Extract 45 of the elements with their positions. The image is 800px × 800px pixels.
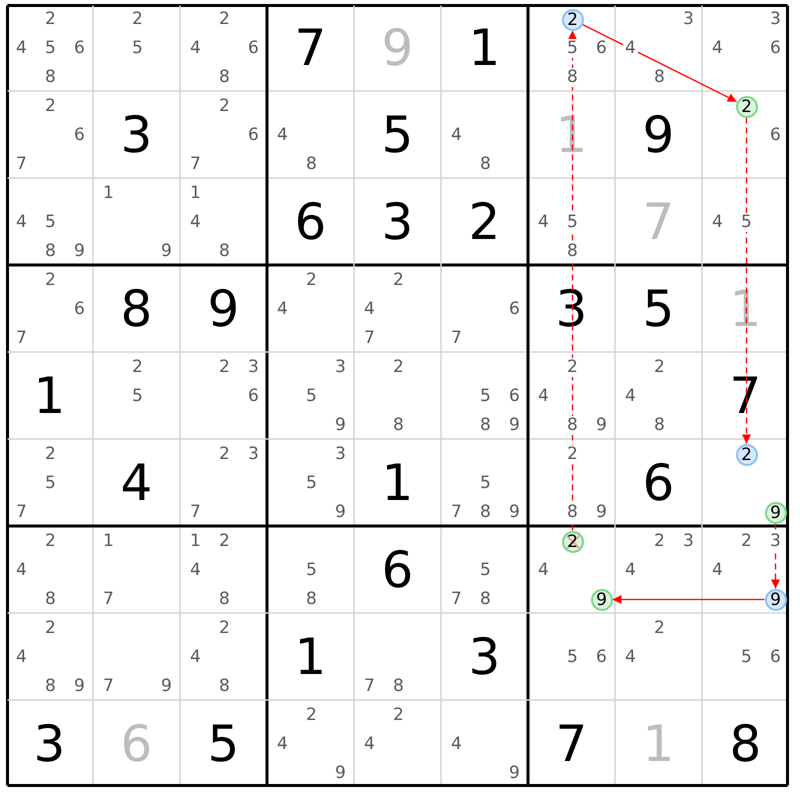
arrow	[612, 595, 764, 604]
given-digit: 3	[120, 110, 152, 160]
candidate-digit: 8	[565, 416, 580, 435]
given-digit: 8	[730, 718, 762, 768]
candidate-circle: 2	[736, 96, 758, 118]
candidate-digit: 8	[565, 242, 580, 261]
candidate-digit: 8	[565, 68, 580, 87]
given-digit: 8	[120, 284, 152, 334]
given-digit: 1	[382, 458, 414, 508]
candidate-digit: 5	[565, 39, 580, 58]
solved-digit: 6	[120, 718, 152, 768]
arrow	[771, 524, 780, 588]
given-digit: 5	[382, 110, 414, 160]
given-digit: 6	[294, 196, 326, 246]
candidate-circle: 2	[736, 444, 758, 466]
given-digit: 1	[34, 370, 66, 420]
given-digit: 3	[34, 718, 66, 768]
given-digit: 3	[468, 632, 500, 682]
given-digit: 1	[294, 632, 326, 682]
given-digit: 7	[556, 718, 588, 768]
given-digit: 3	[382, 196, 414, 246]
arrow	[568, 30, 577, 530]
solved-digit: 9	[382, 22, 414, 72]
given-digit: 3	[556, 284, 588, 334]
given-digit: 2	[468, 196, 500, 246]
candidate-circle: 2	[562, 8, 584, 30]
solved-digit: 1	[642, 718, 674, 768]
candidate-circle: 9	[764, 588, 786, 610]
solved-digit: 7	[642, 196, 674, 246]
given-digit: 5	[642, 284, 674, 334]
given-digit: 9	[208, 284, 240, 334]
given-digit: 9	[642, 110, 674, 160]
arrow	[582, 24, 737, 102]
candidate-digit: 8	[565, 503, 580, 522]
given-digit: 7	[294, 22, 326, 72]
given-digit: 4	[120, 458, 152, 508]
candidate-circle: 9	[590, 588, 612, 610]
arrow	[742, 118, 751, 444]
candidate-circle: 9	[764, 502, 786, 524]
crossed-candidate-circle: 2	[562, 530, 584, 552]
given-digit: 6	[642, 458, 674, 508]
given-digit: 6	[382, 544, 414, 594]
given-digit: 7	[730, 370, 762, 420]
given-digit: 5	[208, 718, 240, 768]
given-digit: 1	[468, 22, 500, 72]
